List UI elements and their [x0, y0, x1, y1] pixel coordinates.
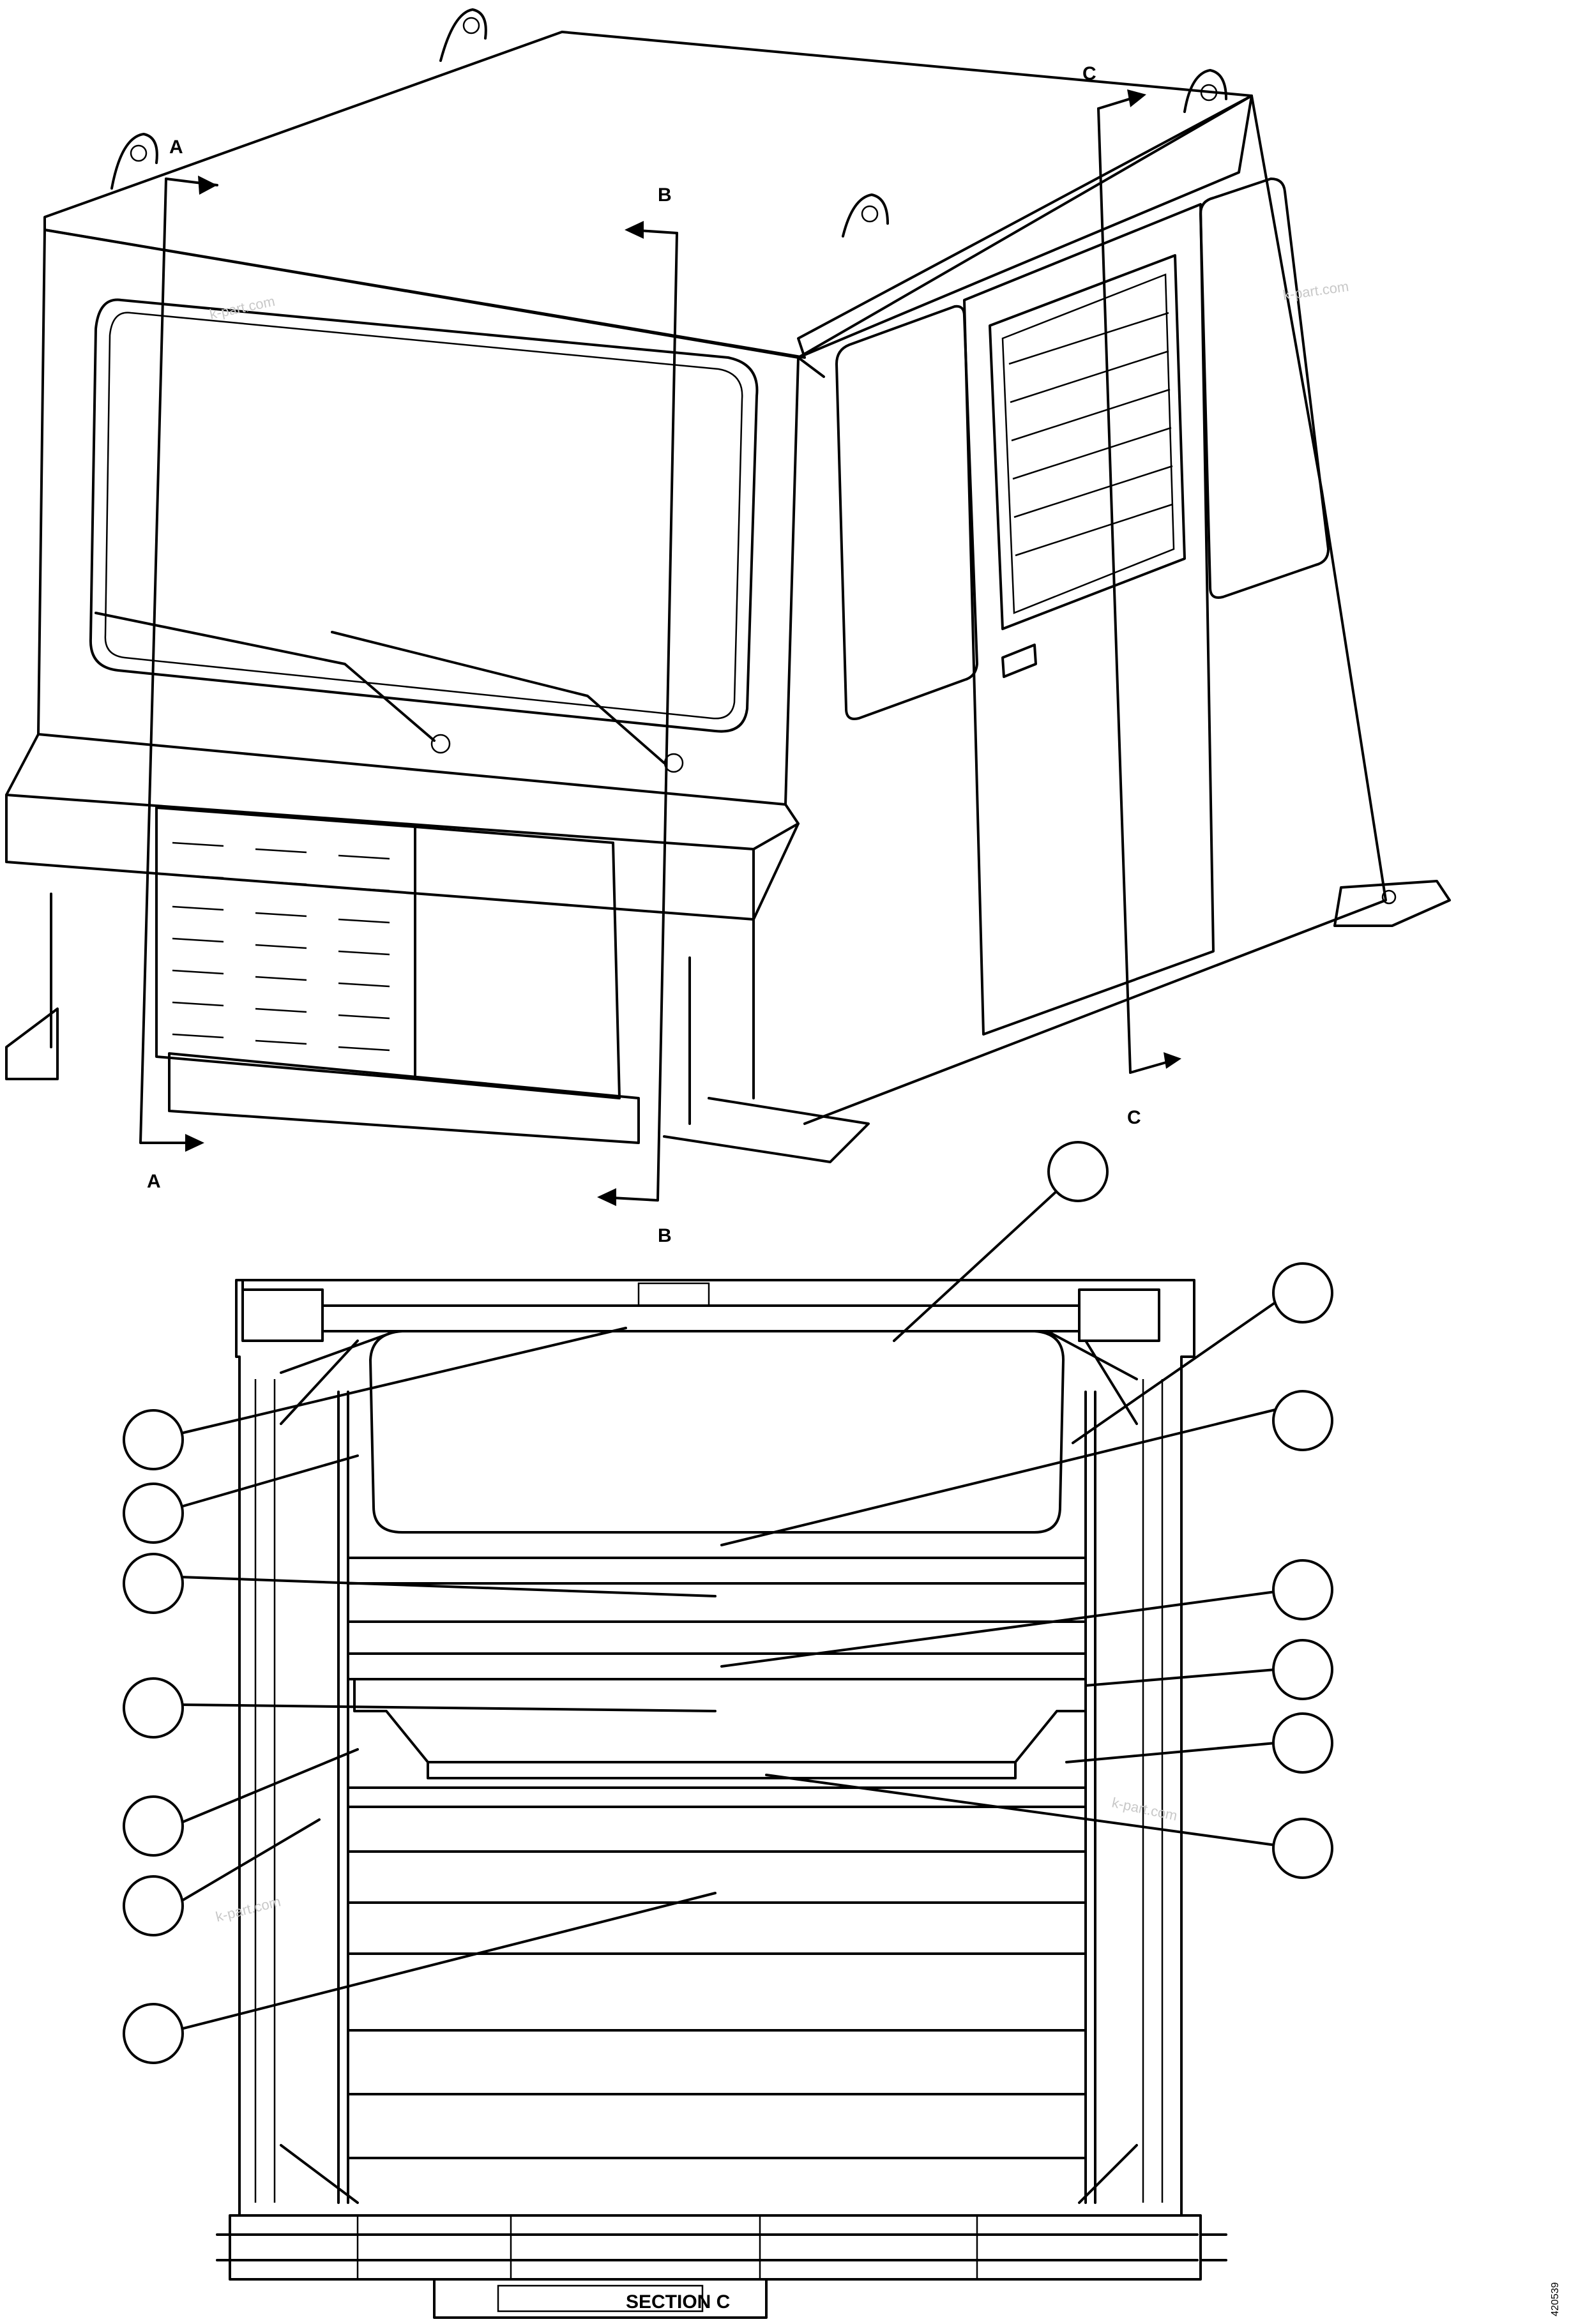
- wiper-right: [331, 631, 665, 764]
- rear-mount-pad: [1333, 880, 1451, 927]
- crossmember-flange: [347, 1786, 1087, 1808]
- lower-panel-band: [347, 1850, 1087, 2159]
- section-line-c: C C: [1082, 63, 1181, 1128]
- callouts: [123, 1141, 1333, 2064]
- lifting-eye-rear-left: [439, 8, 487, 62]
- section-b-label-bottom: B: [658, 1225, 672, 1246]
- callout-circle: [1272, 1639, 1333, 1700]
- inner-post-right: [1084, 1391, 1096, 2204]
- section-a-label-bottom: A: [147, 1171, 161, 1192]
- section-line-a: A A: [139, 137, 218, 1192]
- section-a-label-top: A: [169, 137, 183, 158]
- access-panel: [414, 826, 621, 1099]
- cab-side-wall: [797, 94, 1387, 1125]
- watermark-3: k-part.com: [1111, 1794, 1179, 1823]
- louver-grille: [155, 806, 416, 1080]
- callout-circle: [1272, 1818, 1333, 1879]
- section-c-view: k-part.com k-part.com SECTION C 420539: [123, 1141, 1561, 2319]
- callout-circle: [1272, 1262, 1333, 1324]
- watermark-2: k-part.com: [1282, 278, 1349, 303]
- document-id: 420539: [1550, 2282, 1561, 2316]
- corner-brace-top-right: [1046, 1330, 1138, 1425]
- callout-circle: [123, 2003, 184, 2064]
- callout-circle: [123, 1677, 184, 1739]
- cab-front-face: [37, 229, 800, 806]
- cab-door: [963, 203, 1215, 1036]
- callout-circle: [123, 1875, 184, 1936]
- callout-circle: [123, 1553, 184, 1614]
- watermark-4: k-part.com: [214, 1893, 282, 1924]
- side-window-rear: [1199, 177, 1330, 599]
- door-window: [989, 254, 1186, 630]
- corner-brace-top-left: [280, 1330, 397, 1425]
- wiper-left: [95, 612, 436, 742]
- lifting-eye-front-left: [110, 133, 158, 190]
- side-window-front: [835, 305, 978, 720]
- rear-panel-band-2: [347, 1620, 1087, 1655]
- base-frame: [232, 2214, 1199, 2261]
- section-line-b: B B: [597, 185, 678, 1246]
- callout-circle: [1272, 1390, 1333, 1451]
- callout-circle: [123, 1483, 184, 1544]
- callout-circle: [1272, 1712, 1333, 1774]
- door-handle: [1001, 644, 1037, 678]
- callout-circle: [1272, 1559, 1333, 1620]
- base-rail-right: [663, 1097, 870, 1163]
- section-frame-outer: [229, 1279, 1202, 2281]
- callout-circle: [1047, 1141, 1109, 1202]
- callout-circle: [123, 1795, 184, 1857]
- base-rail-left: [5, 893, 59, 1080]
- section-c-label-bottom: C: [1127, 1107, 1141, 1128]
- cab-isometric-view: A A B B C C k-part.com k-part.com: [5, 8, 1451, 1246]
- lifting-eye-rear-right: [1183, 69, 1227, 113]
- crossmember: [353, 1678, 1087, 1763]
- step-plate: [168, 1052, 640, 1144]
- inner-post-left: [337, 1391, 349, 2204]
- leader-lines: [179, 1170, 1277, 2030]
- section-caption: SECTION C: [626, 2291, 730, 2313]
- corner-brace-bottom-left: [280, 2144, 359, 2204]
- door-window-slats: [1008, 312, 1173, 557]
- section-c-label-top: C: [1082, 63, 1096, 84]
- rear-window: [369, 1330, 1065, 1534]
- front-windshield: [89, 298, 759, 733]
- rear-panel-band-1: [347, 1557, 1087, 1585]
- corner-brace-bottom-right: [1078, 2144, 1138, 2204]
- louver-slats: [172, 841, 390, 1052]
- callout-circle: [123, 1409, 184, 1470]
- lifting-eye-front-right: [842, 193, 889, 238]
- section-b-label-top: B: [658, 185, 672, 206]
- watermark-1: k-part.com: [208, 293, 277, 322]
- base-step: [433, 2278, 768, 2319]
